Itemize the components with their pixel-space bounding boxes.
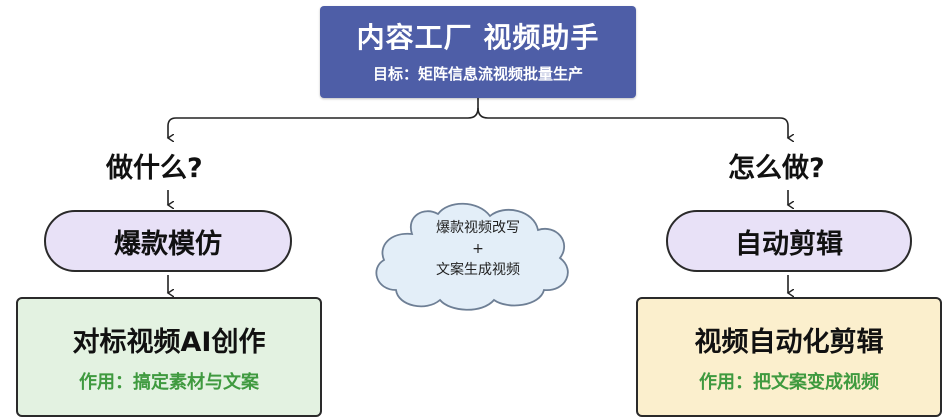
right-question: 怎么做? [728,153,825,184]
left-card: 对标视频AI创作 作用：搞定素材与文案 [16,297,322,417]
left-card-title: 对标视频AI创作 [72,327,266,358]
right-card-desc: 作用：把文案变成视频 [699,372,879,393]
cloud-line-1: 爆款视频改写 [436,220,520,236]
diagram-subtitle: 目标：矩阵信息流视频批量生产 [372,64,583,83]
left-question: 做什么? [106,153,203,184]
diagram-title: 内容工厂 视频助手 [356,20,600,54]
cloud-line-3: 文案生成视频 [436,262,520,278]
cloud-shape [375,202,569,311]
left-pill: 爆款模仿 [44,210,292,272]
right-pill: 自动剪辑 [666,210,912,272]
branch-connector [168,98,479,138]
cloud-line-2: + [472,241,484,257]
right-card-title: 视频自动化剪辑 [694,327,884,358]
left-card-desc: 作用：搞定素材与文案 [79,372,259,393]
title-box: 内容工厂 视频助手 目标：矩阵信息流视频批量生产 [320,6,636,98]
right-card: 视频自动化剪辑 作用：把文案变成视频 [636,297,942,417]
connector-lines [0,98,951,311]
cloud-label: 爆款视频改写 + 文案生成视频 [392,218,564,281]
